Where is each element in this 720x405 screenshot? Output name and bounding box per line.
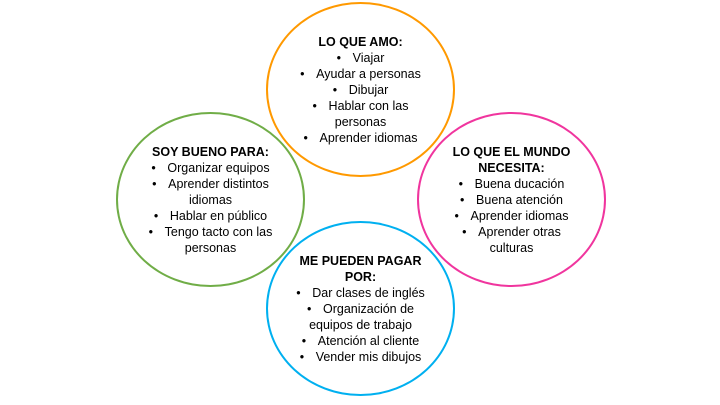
item-list: • Organizar equipos • Aprender distintos id… [136,160,286,256]
item-text: Organizar equipos [167,160,270,175]
circle-content: LO QUE AMO: •Viajar•Ayudar a personas•Di… [286,34,436,146]
item-text: Vender mis dibujos [315,349,422,364]
list-item: • Tengo tacto con las personas [136,224,286,256]
circle-lo-que-amo: LO QUE AMO: •Viajar•Ayudar a personas•Di… [266,2,455,177]
item-text: Dibujar [348,82,389,97]
item-text: Aprender idiomas [319,130,418,145]
item-text: Atención al cliente [317,333,420,348]
list-item: • Aprender idiomas [286,130,436,146]
list-item: • Aprender otras culturas [442,224,582,256]
bullet-icon: • [454,208,459,223]
bullet-icon: • [148,224,154,239]
bullet-icon: • [312,98,317,113]
bullet-icon: • [153,208,159,223]
list-item: • Viajar [286,50,436,66]
circle-content: SOY BUENO PARA: • Organizar equipos • Apren… [136,144,286,256]
circle-title: LO QUE EL MUNDO NECESITA: [452,144,571,175]
circle-content: LO QUE EL MUNDO NECESITA: • Buena ducació… [442,144,582,256]
item-list: •Viajar•Ayudar a personas•Dibujar•Hablar… [286,50,436,146]
circle-title: LO QUE AMO: [318,34,403,49]
item-text: Ayudar a personas [316,66,421,81]
circle-title: SOY BUENO PARA: [152,144,269,159]
circle-soy-bueno-para: SOY BUENO PARA: • Organizar equipos • Apren… [116,112,305,287]
bullet-icon: • [152,176,157,191]
item-text: Viajar [352,50,385,65]
item-text: Buena ducación [474,176,565,191]
item-text: Buena atención [476,192,563,207]
item-text: Dar clases de inglés [312,285,425,300]
list-item: • Dar clases de inglés [291,285,431,301]
bullet-icon: • [303,130,308,145]
bullet-icon: • [296,285,301,300]
bullet-icon: • [460,192,465,207]
list-item: • Hablar en público [136,208,286,224]
item-text: Aprender distintos idiomas [168,176,269,207]
list-item: • Atención al cliente [291,333,431,349]
list-item: • Hablar con las personas [286,98,436,130]
item-text: Hablar en público [169,208,268,223]
list-item: • Ayudar a personas [286,66,436,82]
item-text: Hablar con las personas [328,98,409,129]
list-item: •Organización de equipos de trabajo [291,301,431,333]
bullet-icon: • [299,349,305,364]
bullet-icon: • [301,333,307,348]
item-list: •Dar clases de inglés•Organización de eq… [291,285,431,365]
item-text: Organización de equipos de trabajo [309,301,415,332]
list-item: • Vender mis dibujos [291,349,431,365]
bullet-icon: • [336,50,342,65]
item-text: Aprender otras culturas [478,224,561,255]
circle-content: ME PUEDEN PAGAR POR: •Dar clases de ingl… [291,253,431,365]
bullet-icon: • [332,82,338,97]
bullet-icon: • [300,66,305,81]
list-item: • Organizar equipos [136,160,286,176]
bullet-icon: • [458,176,464,191]
list-item: • Buena atención [442,192,582,208]
bullet-icon: • [151,160,156,175]
item-list: •Buena ducación•Buena atención•Aprender … [442,176,582,256]
circle-title: ME PUEDEN PAGAR POR: [299,253,422,284]
item-text: Aprender idiomas [470,208,569,223]
list-item: • Dibujar [286,82,436,98]
list-item: • Aprender idiomas [442,208,582,224]
list-item: • Aprender distintos idiomas [136,176,286,208]
bullet-icon: • [306,301,312,316]
circle-lo-que-el-mundo-necesita: LO QUE EL MUNDO NECESITA: • Buena ducació… [417,112,606,287]
list-item: • Buena ducación [442,176,582,192]
bullet-icon: • [462,224,467,239]
circle-me-pueden-pagar-por: ME PUEDEN PAGAR POR: •Dar clases de ingl… [266,221,455,396]
item-text: Tengo tacto con las personas [164,224,273,255]
